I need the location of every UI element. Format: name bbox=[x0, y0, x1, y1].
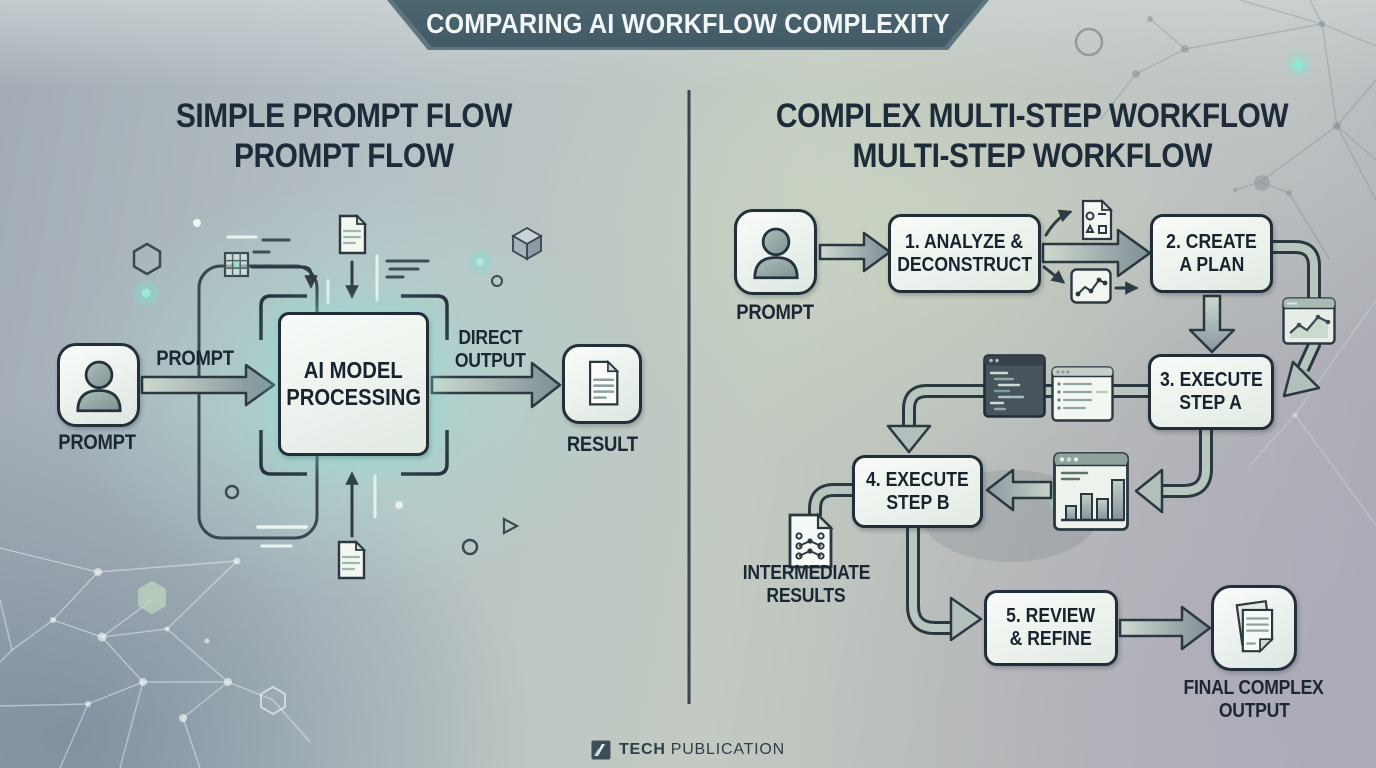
step-1-box: 1. ANALYZE & DECONSTRUCT bbox=[888, 214, 1041, 293]
footer-brand: TECH PUBLICATION bbox=[591, 740, 785, 760]
faint-lines-right bbox=[1249, 299, 1376, 526]
hexagon-green-decor bbox=[138, 581, 166, 614]
processing-brackets bbox=[259, 294, 449, 476]
stacked-documents-glyph bbox=[1235, 599, 1275, 654]
intermediate-results-label: INTERMEDIATE RESULTS bbox=[742, 562, 870, 607]
person-glyph bbox=[752, 227, 799, 280]
left-heading-line1: SIMPLE PROMPT FLOW bbox=[175, 97, 513, 135]
constellation-nodes-tr bbox=[1132, 16, 1341, 196]
footer-brand-bold: TECH bbox=[618, 741, 666, 758]
thin-arrows bbox=[250, 209, 1139, 538]
pipes-core bbox=[811, 243, 1318, 632]
result-label: RESULT bbox=[566, 433, 638, 456]
code-window-icon bbox=[983, 354, 1046, 418]
document-glyph bbox=[588, 359, 620, 406]
line-chart-icon bbox=[1070, 268, 1112, 304]
hexagon-outline-decor bbox=[260, 685, 286, 716]
spec-document-icon bbox=[1080, 198, 1114, 242]
footer-brand-regular: PUBLICATION bbox=[670, 741, 786, 758]
user-icon-right bbox=[734, 209, 817, 295]
right-heading-line1: COMPLEX MULTI-STEP WORKFLOW bbox=[775, 97, 1289, 135]
cube-icon bbox=[511, 226, 543, 261]
right-heading: COMPLEX MULTI-STEP WORKFLOW MULTI-STEP W… bbox=[688, 96, 1376, 176]
dash-decor bbox=[226, 235, 430, 548]
direct-output-label: DIRECT OUTPUT bbox=[454, 327, 526, 372]
pipe-arrowheads bbox=[886, 360, 1321, 642]
teal-diamond-decor bbox=[1290, 57, 1306, 73]
final-output-icon bbox=[1211, 585, 1297, 671]
final-output-label: FINAL COMPLEX OUTPUT bbox=[1183, 677, 1324, 722]
hexagon-icon bbox=[132, 242, 162, 276]
ai-processing-box: AI MODEL PROCESSING bbox=[278, 312, 429, 456]
circle-outline-3 bbox=[491, 275, 503, 287]
prompt-arrow-label: PROMPT bbox=[156, 347, 234, 370]
chart-window-icon bbox=[1282, 297, 1336, 345]
block-arrows bbox=[140, 228, 1236, 651]
intermediate-results-icon bbox=[786, 511, 835, 571]
text-window-icon bbox=[1051, 366, 1114, 422]
person-glyph bbox=[75, 360, 122, 413]
publisher-logo-icon bbox=[591, 740, 611, 760]
document-icon-bottom bbox=[336, 539, 367, 581]
result-icon bbox=[562, 344, 642, 424]
step-2-box: 2. CREATE A PLAN bbox=[1150, 214, 1273, 293]
banner: COMPARING AI WORKFLOW COMPLEXITY bbox=[387, 0, 989, 50]
user-icon-left bbox=[57, 343, 140, 427]
step-5-box: 5. REVIEW & REFINE bbox=[984, 590, 1118, 666]
left-heading: SIMPLE PROMPT FLOW PROMPT FLOW bbox=[0, 96, 688, 176]
circle-outline-1 bbox=[224, 484, 240, 500]
constellation-nodes bbox=[50, 557, 241, 722]
step-3-box: 3. EXECUTE STEP A bbox=[1148, 354, 1274, 430]
circle-outline-2 bbox=[461, 538, 479, 556]
banner-inner: COMPARING AI WORKFLOW COMPLEXITY bbox=[392, 0, 984, 47]
prompt-label-left: PROMPT bbox=[58, 431, 136, 454]
banner-title: COMPARING AI WORKFLOW COMPLEXITY bbox=[426, 7, 950, 39]
prompt-label-right: PROMPT bbox=[736, 301, 814, 324]
step-4-box: 4. EXECUTE STEP B bbox=[852, 455, 983, 528]
play-triangle-icon bbox=[502, 517, 520, 535]
chip-icon bbox=[223, 251, 250, 278]
document-icon-top bbox=[337, 213, 368, 256]
right-heading-line2: MULTI-STEP WORKFLOW bbox=[852, 137, 1212, 175]
circle-outline-decor-tr bbox=[1074, 27, 1104, 57]
bar-chart-icon bbox=[1053, 452, 1129, 531]
left-heading-line2: PROMPT FLOW bbox=[234, 137, 454, 175]
